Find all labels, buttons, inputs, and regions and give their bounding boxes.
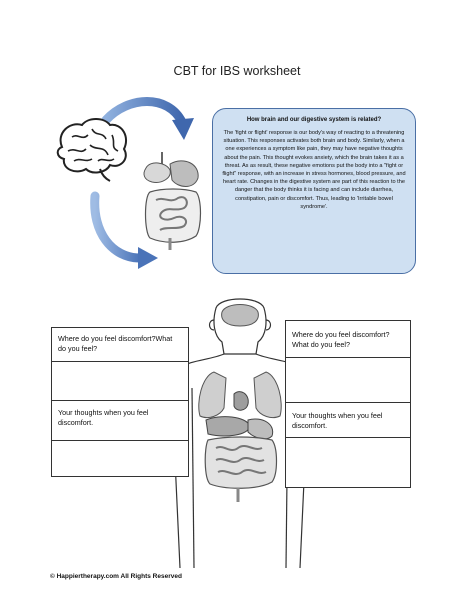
left-thoughts-prompt: Your thoughts when you feel discomfort. bbox=[58, 408, 149, 427]
info-body: The 'fight or flight' response is our bo… bbox=[222, 130, 406, 210]
arrow-gut-to-brain bbox=[90, 191, 158, 269]
info-heading: How brain and our digestive system is re… bbox=[246, 117, 382, 123]
right-divider-2 bbox=[286, 402, 410, 403]
arrow-brain-to-gut bbox=[101, 97, 194, 140]
right-divider-3 bbox=[286, 437, 410, 438]
left-divider-3 bbox=[52, 440, 188, 441]
left-question-box: Where do you feel discomfort?What do you… bbox=[51, 327, 189, 477]
right-discomfort-prompt: Where do you feel discomfort?What do you… bbox=[292, 330, 390, 349]
left-divider-2 bbox=[52, 400, 188, 401]
left-discomfort-prompt: Where do you feel discomfort?What do you… bbox=[58, 334, 173, 353]
left-thoughts-answer-area[interactable] bbox=[52, 441, 188, 476]
worksheet-title: CBT for IBS worksheet bbox=[173, 64, 301, 78]
right-question-box: Where do you feel discomfort?What do you… bbox=[285, 320, 411, 488]
right-thoughts-answer-area[interactable] bbox=[286, 438, 410, 487]
right-thoughts-prompt: Your thoughts when you feel discomfort. bbox=[292, 411, 383, 430]
brain-gut-info-box: How brain and our digestive system is re… bbox=[212, 108, 416, 274]
digestive-system-icon bbox=[143, 152, 202, 250]
right-discomfort-answer-area[interactable] bbox=[286, 358, 410, 402]
right-divider-1 bbox=[286, 357, 410, 358]
left-discomfort-answer-area[interactable] bbox=[52, 362, 188, 400]
copyright-footer: © Happiertherapy.com All Rights Reserved bbox=[50, 573, 182, 580]
brain-icon bbox=[56, 118, 128, 182]
left-divider-1 bbox=[52, 361, 188, 362]
